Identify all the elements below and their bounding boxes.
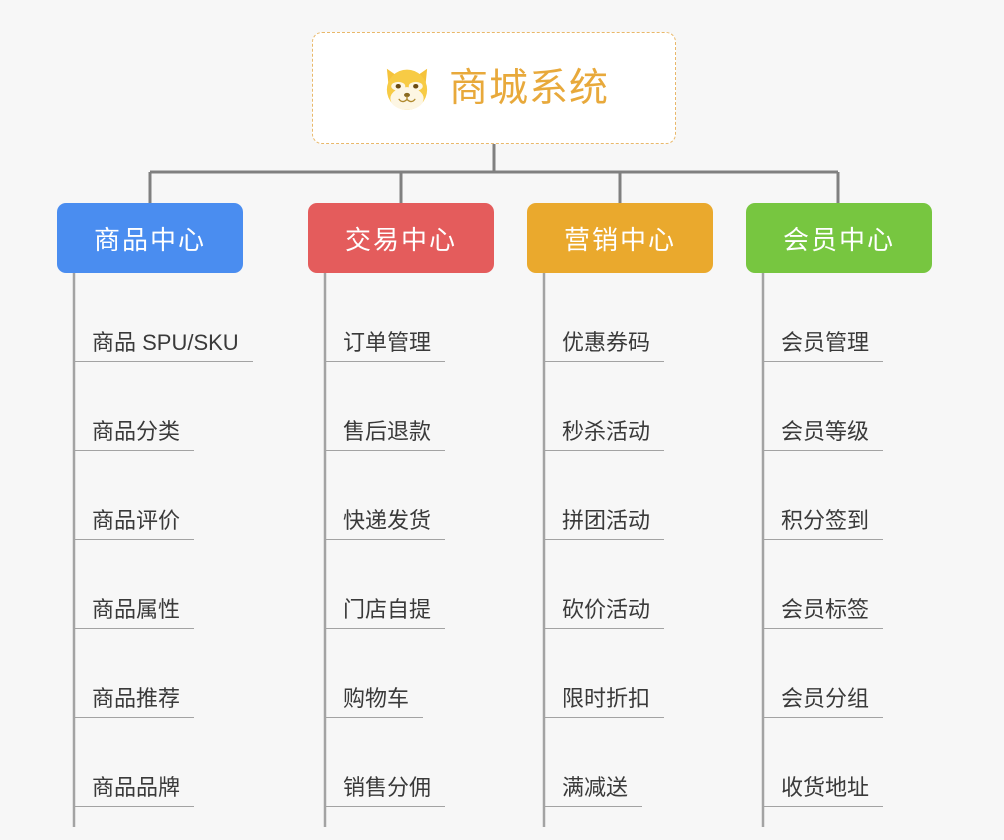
leaf-item[interactable]: 会员分组 — [763, 629, 932, 718]
leaf-item[interactable]: 拼团活动 — [544, 451, 713, 540]
leaf-item[interactable]: 快递发货 — [325, 451, 494, 540]
leaf-label: 商品分类 — [74, 420, 195, 451]
leaf-label: 商品推荐 — [74, 687, 195, 718]
branch-column-member: 会员中心 会员管理 会员等级 积分签到 会员标签 会员分组 收货地址 — [746, 203, 932, 807]
leaf-item[interactable]: 商品属性 — [74, 540, 253, 629]
leaf-label: 会员管理 — [763, 331, 884, 362]
leaf-label: 满减送 — [544, 776, 643, 807]
leaf-label: 会员分组 — [763, 687, 884, 718]
leaf-item[interactable]: 商品推荐 — [74, 629, 253, 718]
leaf-item[interactable]: 优惠券码 — [544, 273, 713, 362]
leaf-label: 门店自提 — [325, 598, 446, 629]
leaf-item[interactable]: 商品分类 — [74, 362, 253, 451]
shiba-dog-face-icon — [386, 68, 428, 111]
leaf-item[interactable]: 订单管理 — [325, 273, 494, 362]
leaf-item[interactable]: 限时折扣 — [544, 629, 713, 718]
leaf-item[interactable]: 售后退款 — [325, 362, 494, 451]
leaf-label: 销售分佣 — [325, 776, 446, 807]
leaf-label: 收货地址 — [763, 776, 884, 807]
leaf-item[interactable]: 销售分佣 — [325, 718, 494, 807]
leaf-label: 商品品牌 — [74, 776, 195, 807]
leaf-label: 商品评价 — [74, 509, 195, 540]
branch-column-product: 商品中心 商品 SPU/SKU 商品分类 商品评价 商品属性 商品推荐 商品品牌 — [57, 203, 253, 807]
leaf-label: 拼团活动 — [544, 509, 665, 540]
leaf-item[interactable]: 会员等级 — [763, 362, 932, 451]
leaf-item[interactable]: 砍价活动 — [544, 540, 713, 629]
branch-column-trade: 交易中心 订单管理 售后退款 快递发货 门店自提 购物车 销售分佣 — [308, 203, 494, 807]
leaf-item[interactable]: 门店自提 — [325, 540, 494, 629]
leaf-item[interactable]: 商品品牌 — [74, 718, 253, 807]
branch-head-member[interactable]: 会员中心 — [746, 203, 932, 273]
leaf-list-product: 商品 SPU/SKU 商品分类 商品评价 商品属性 商品推荐 商品品牌 — [57, 273, 253, 807]
branch-column-marketing: 营销中心 优惠券码 秒杀活动 拼团活动 砍价活动 限时折扣 满减送 — [527, 203, 713, 807]
leaf-label: 砍价活动 — [544, 598, 665, 629]
leaf-item[interactable]: 收货地址 — [763, 718, 932, 807]
leaf-label: 优惠券码 — [544, 331, 665, 362]
leaf-item[interactable]: 商品评价 — [74, 451, 253, 540]
leaf-label: 会员标签 — [763, 598, 884, 629]
leaf-item[interactable]: 会员标签 — [763, 540, 932, 629]
leaf-item[interactable]: 商品 SPU/SKU — [74, 273, 253, 362]
leaf-list-member: 会员管理 会员等级 积分签到 会员标签 会员分组 收货地址 — [746, 273, 932, 807]
leaf-label: 商品 SPU/SKU — [74, 331, 253, 362]
branch-head-product[interactable]: 商品中心 — [57, 203, 243, 273]
leaf-label: 限时折扣 — [544, 687, 665, 718]
leaf-item[interactable]: 秒杀活动 — [544, 362, 713, 451]
leaf-label: 积分签到 — [763, 509, 884, 540]
leaf-list-trade: 订单管理 售后退款 快递发货 门店自提 购物车 销售分佣 — [308, 273, 494, 807]
leaf-list-marketing: 优惠券码 秒杀活动 拼团活动 砍价活动 限时折扣 满减送 — [527, 273, 713, 807]
leaf-label: 快递发货 — [325, 509, 446, 540]
leaf-label: 售后退款 — [325, 420, 446, 451]
leaf-label: 订单管理 — [325, 331, 446, 362]
root-title: 商城系统 — [448, 66, 609, 110]
leaf-label: 商品属性 — [74, 598, 195, 629]
leaf-item[interactable]: 积分签到 — [763, 451, 932, 540]
leaf-item[interactable]: 满减送 — [544, 718, 713, 807]
leaf-item[interactable]: 购物车 — [325, 629, 494, 718]
leaf-label: 秒杀活动 — [544, 420, 665, 451]
leaf-item[interactable]: 会员管理 — [763, 273, 932, 362]
root-node[interactable]: 商城系统 — [312, 32, 676, 144]
branch-head-marketing[interactable]: 营销中心 — [527, 203, 713, 273]
branch-head-trade[interactable]: 交易中心 — [308, 203, 494, 273]
leaf-label: 会员等级 — [763, 420, 884, 451]
leaf-label: 购物车 — [325, 687, 424, 718]
